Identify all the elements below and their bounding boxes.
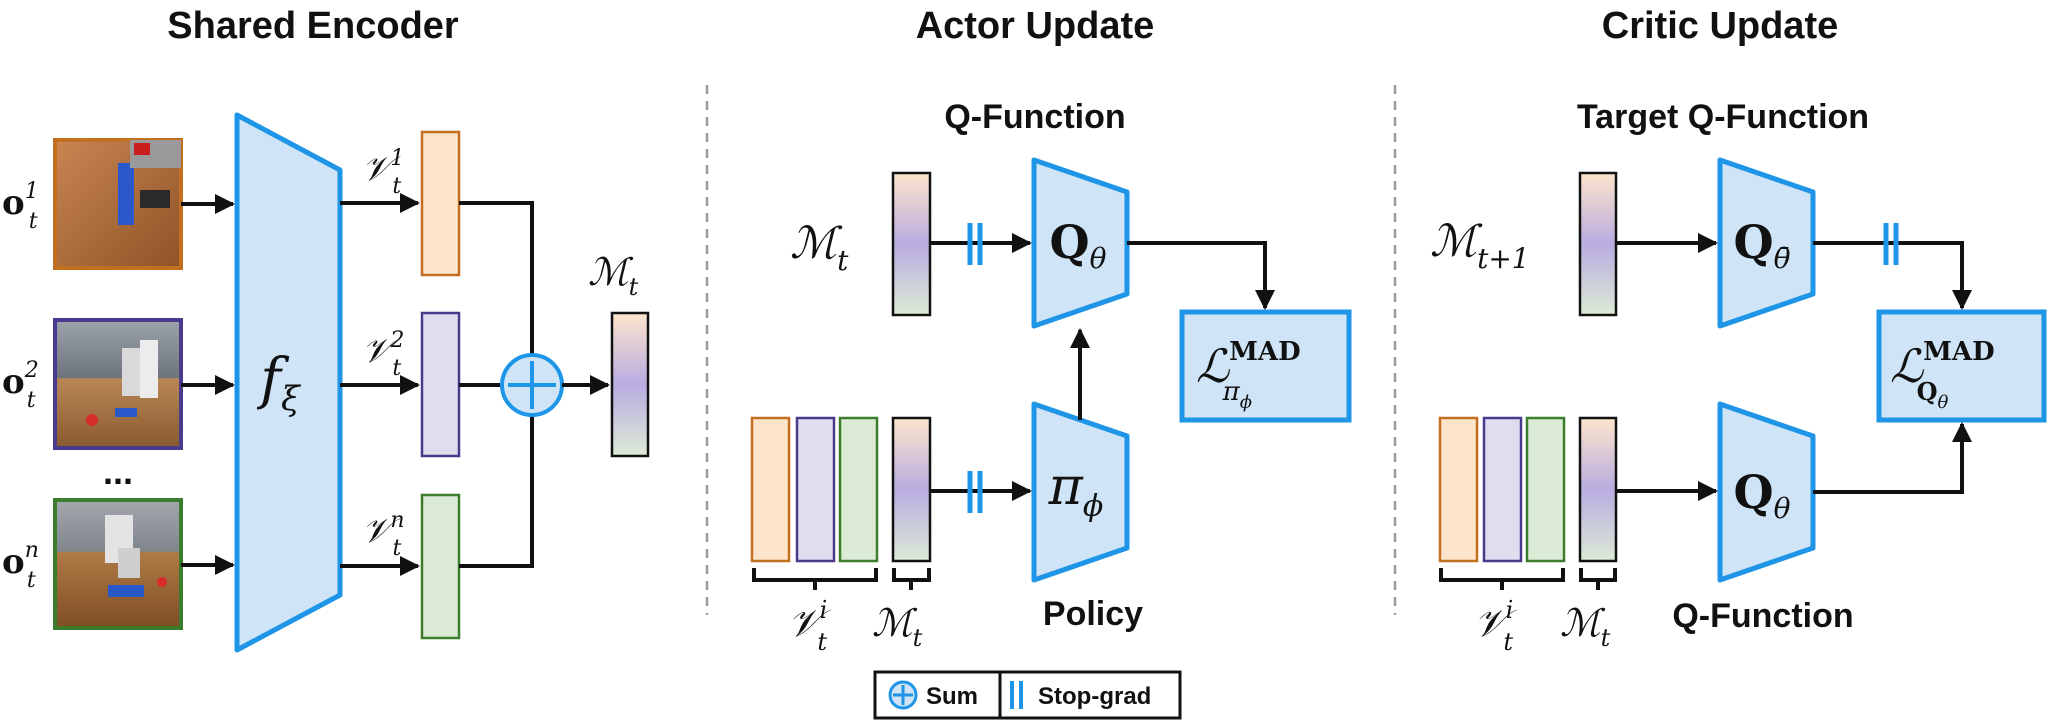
actor-view-bar-1	[750, 416, 791, 563]
actor-state-brace-label: ℳt	[872, 601, 923, 652]
critic-state-bar	[1578, 416, 1618, 563]
critic-q-label: Qθ	[1734, 465, 1791, 525]
shared-encoder-block	[234, 112, 343, 653]
wire-v1-sum	[459, 201, 534, 362]
sum-node	[500, 353, 564, 417]
critic-next-state-label: ℳt+1	[1430, 216, 1530, 275]
legend: Sum Stop-grad	[873, 670, 1182, 720]
actor-state-bar-2	[891, 416, 932, 563]
critic-views-brace	[1439, 568, 1565, 582]
critic-state-brace	[1579, 568, 1617, 582]
target-q-network	[1717, 157, 1816, 329]
critic-q-network	[1717, 401, 1816, 583]
policy-network	[1031, 401, 1130, 583]
feature-bar-v1	[420, 130, 461, 277]
actor-panel-title: Actor Update	[916, 5, 1155, 47]
critic-target-label: Target Q-Function	[1577, 98, 1869, 136]
arrow-actor-q-loss	[1127, 241, 1275, 310]
actor-q-label: Qθ	[1050, 215, 1107, 275]
feature-bar-vn	[420, 493, 461, 640]
obs-image-2	[53, 318, 183, 450]
wire-vn-sum	[459, 408, 534, 568]
obs-image-n	[53, 498, 183, 630]
actor-stopgrad-1	[967, 223, 983, 265]
fused-bar	[610, 311, 650, 458]
legend-stopgrad-label: Stop-grad	[1038, 683, 1151, 710]
policy-symbol: πϕ	[1048, 457, 1104, 524]
critic-loss-box	[1876, 309, 2047, 423]
arrow-critic-q-loss	[1813, 422, 1972, 494]
obs-ellipsis: ...	[103, 451, 133, 492]
actor-loss-box	[1179, 309, 1352, 423]
obs-image-1	[53, 138, 183, 270]
critic-view-bar-3	[1525, 416, 1566, 563]
target-q-label: Qθ̄	[1734, 215, 1791, 275]
critic-stopgrad	[1883, 223, 1899, 265]
actor-view-bar-2	[795, 416, 836, 563]
actor-state-label: ℳt	[790, 218, 849, 277]
critic-panel-title: Critic Update	[1602, 5, 1838, 47]
actor-view-bar-3	[838, 416, 879, 563]
feature-bar-v2	[420, 311, 461, 458]
encoder-panel-title: Shared Encoder	[167, 5, 459, 47]
legend-sum-label: Sum	[926, 683, 978, 710]
legend-sum-icon	[888, 680, 918, 710]
legend-stopgrad-icon	[1010, 681, 1023, 709]
actor-q-network	[1031, 157, 1130, 329]
fused-label: ℳt	[588, 250, 639, 301]
actor-policy-label: Policy	[1043, 595, 1143, 633]
critic-qfunction-label: Q-Function	[1672, 597, 1853, 635]
actor-stopgrad-2	[967, 471, 983, 513]
actor-qfunction-label: Q-Function	[944, 98, 1125, 136]
critic-view-bar-2	[1482, 416, 1523, 563]
actor-state-brace	[892, 568, 931, 582]
critic-next-state-bar	[1578, 171, 1618, 317]
arrow-target-loss	[1813, 241, 1972, 310]
actor-state-bar	[891, 171, 932, 317]
critic-view-bar-1	[1438, 416, 1479, 563]
actor-views-brace	[752, 568, 878, 582]
critic-state-brace-label: ℳt	[1560, 601, 1611, 652]
